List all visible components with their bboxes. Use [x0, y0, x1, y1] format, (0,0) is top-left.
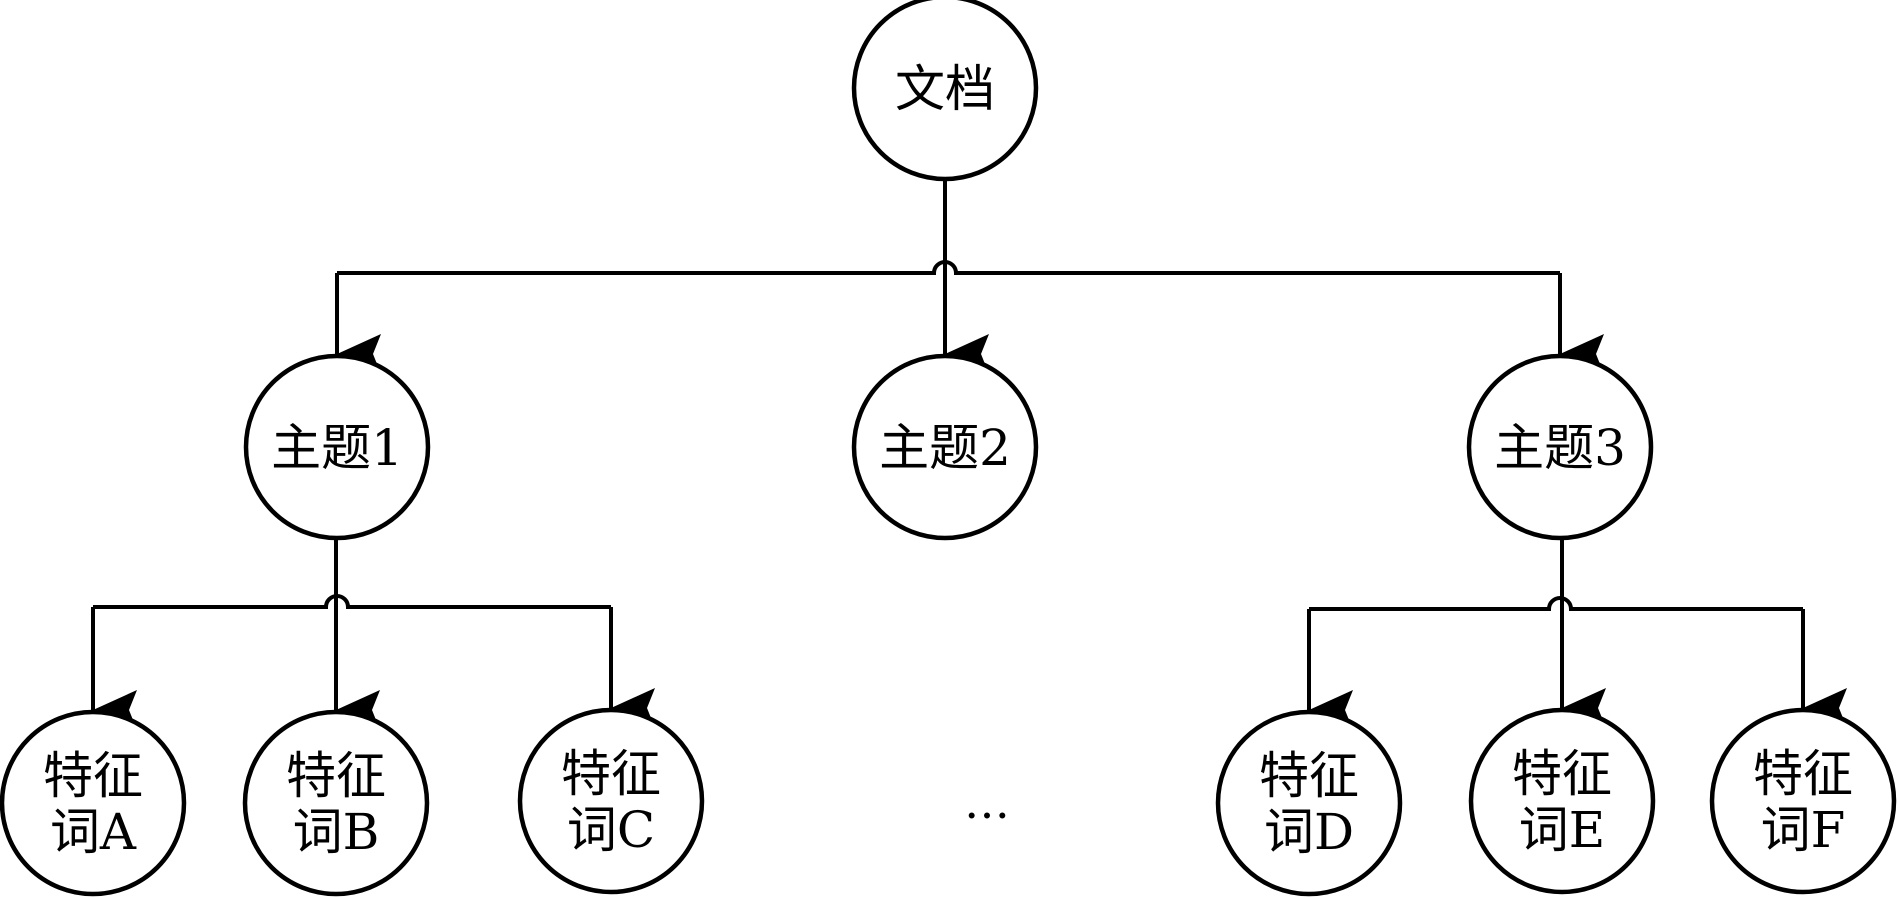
- node-label: 词F: [1761, 801, 1846, 859]
- node-doc: 文档: [851, 0, 1039, 182]
- node-label: 特征: [1753, 745, 1853, 803]
- node-label: 特征: [561, 745, 661, 803]
- node-label: 特征: [1259, 747, 1359, 805]
- node-topic1: 主题1: [243, 353, 431, 541]
- connector-bus-doc: [337, 260, 1560, 275]
- node-label: 主题2: [879, 419, 1011, 477]
- node-label: 特征: [286, 747, 386, 805]
- node-label: 特征: [43, 747, 143, 805]
- node-topic3: 主题3: [1466, 353, 1654, 541]
- node-circle: [1468, 707, 1656, 895]
- connector-bus-topic3: [1309, 596, 1803, 611]
- node-label: 主题3: [1494, 419, 1626, 477]
- node-circle: [1709, 707, 1897, 895]
- node-label: 词B: [293, 803, 380, 861]
- node-circle: [242, 709, 430, 897]
- node-label: 特征: [1512, 745, 1612, 803]
- node-circle: [851, 0, 1039, 182]
- node-label: 文档: [895, 60, 995, 118]
- connector-bus-topic1: [93, 594, 611, 609]
- node-label: 主题1: [271, 419, 403, 477]
- node-label: 词A: [50, 803, 137, 861]
- node-circle: [243, 353, 431, 541]
- node-label: 词D: [1264, 803, 1354, 861]
- node-topic2: 主题2: [851, 353, 1039, 541]
- node-label: 词C: [567, 801, 655, 859]
- edges: [91, 179, 1847, 730]
- node-circle: [517, 707, 705, 895]
- ellipsis-more-topics: …: [964, 775, 1010, 829]
- node-label: 词E: [1519, 801, 1606, 859]
- node-circle: [851, 353, 1039, 541]
- node-circle: [0, 709, 187, 897]
- node-circle: [1466, 353, 1654, 541]
- node-circle: [1215, 709, 1403, 897]
